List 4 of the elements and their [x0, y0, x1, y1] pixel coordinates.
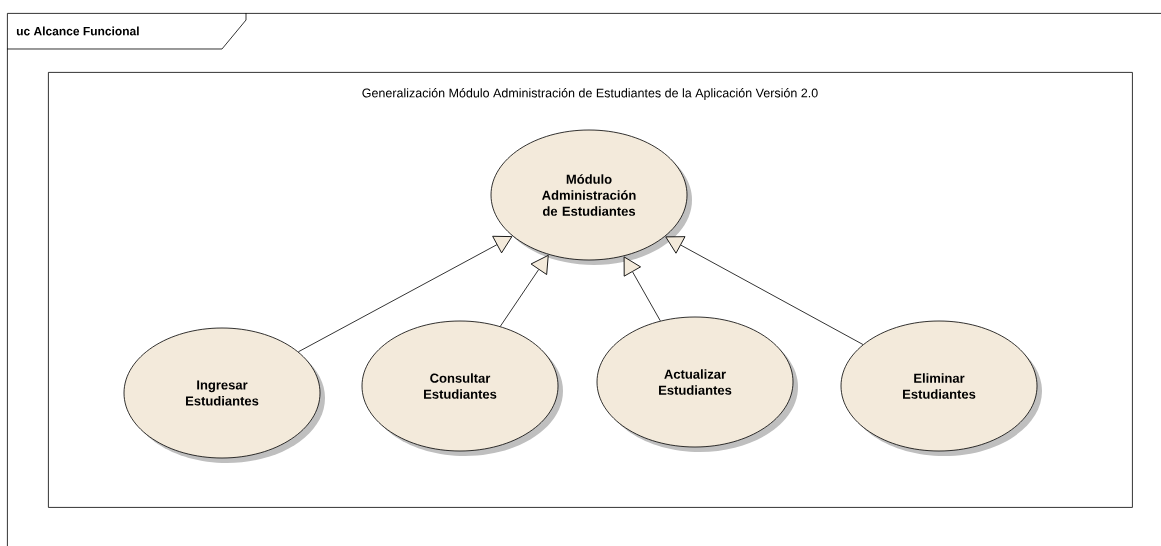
- generalization-arrow: [499, 254, 549, 327]
- generalization-arrow: [298, 235, 513, 353]
- generalization-arrow: [665, 236, 864, 345]
- generalization-arrow: [623, 256, 661, 322]
